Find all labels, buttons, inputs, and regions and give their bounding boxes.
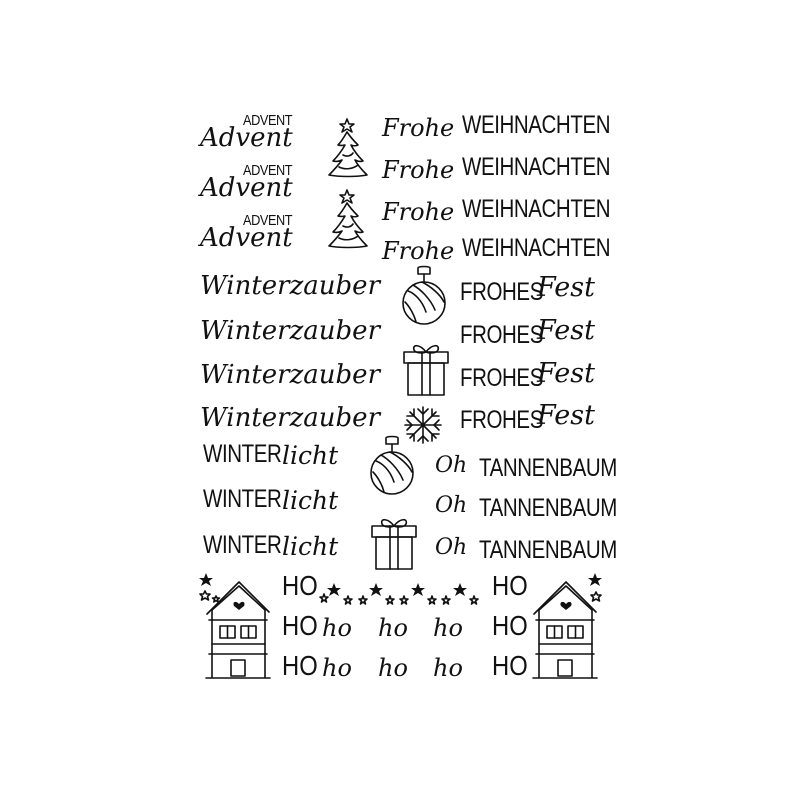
winterzauber-4: Winterzauber xyxy=(200,403,380,433)
ho-script-1b: ho xyxy=(378,614,408,642)
frohe-script-1: Frohe xyxy=(382,114,455,142)
weihnachten-2: WEIHNACHTEN xyxy=(462,153,611,181)
star-icon xyxy=(319,583,479,605)
frohes-2: FROHES xyxy=(460,321,543,349)
ho-caps-left-2: HO xyxy=(282,610,318,641)
winterzauber-3: Winterzauber xyxy=(200,360,380,390)
fest-script-4: Fest xyxy=(537,400,595,431)
oh-script-3: Oh xyxy=(435,535,468,560)
weihnachten-3: WEIHNACHTEN xyxy=(462,195,611,223)
ho-caps-left-1: HO xyxy=(282,570,318,601)
tannenbaum-3: TANNENBAUM xyxy=(479,536,617,564)
ho-caps-left-3: HO xyxy=(282,650,318,681)
ho-caps-right-1: HO xyxy=(492,570,528,601)
christmas-tree-icon xyxy=(328,189,368,249)
frohe-script-4: Frohe xyxy=(382,237,455,265)
ho-caps-right-3: HO xyxy=(492,650,528,681)
weihnachten-4: WEIHNACHTEN xyxy=(462,234,611,262)
tannenbaum-2: TANNENBAUM xyxy=(479,494,617,522)
tannenbaum-1: TANNENBAUM xyxy=(479,454,617,482)
snowflake-icon xyxy=(404,406,442,444)
fest-script-2: Fest xyxy=(537,315,595,346)
ho-script-1a: ho xyxy=(322,614,352,642)
fest-script-3: Fest xyxy=(537,358,595,389)
house-icon xyxy=(532,581,598,679)
ho-caps-right-2: HO xyxy=(492,610,528,641)
star-icon xyxy=(199,573,221,603)
winterzauber-2: Winterzauber xyxy=(200,316,380,346)
advent-script-1: Advent xyxy=(200,123,293,153)
licht-script-2: licht xyxy=(282,486,339,515)
licht-script-3: licht xyxy=(282,532,339,561)
ornament-icon xyxy=(402,265,446,325)
weihnachten-1: WEIHNACHTEN xyxy=(462,111,611,139)
frohes-1: FROHES xyxy=(460,278,543,306)
oh-script-2: Oh xyxy=(435,493,468,518)
frohe-script-2: Frohe xyxy=(382,156,455,184)
christmas-tree-icon xyxy=(328,118,368,178)
frohe-script-3: Frohe xyxy=(382,198,455,226)
house-icon xyxy=(205,581,271,679)
ho-script-2a: ho xyxy=(322,654,352,682)
winter-caps-1: WINTER xyxy=(203,440,282,468)
ornament-icon xyxy=(370,435,414,495)
gift-icon xyxy=(371,518,417,570)
winter-caps-2: WINTER xyxy=(203,485,282,513)
star-icon xyxy=(588,573,602,602)
fest-script-1: Fest xyxy=(537,272,595,303)
winterzauber-1: Winterzauber xyxy=(200,271,380,301)
advent-caps-2: ADVENT xyxy=(243,162,293,179)
licht-script-1: licht xyxy=(282,441,339,470)
gift-icon xyxy=(403,344,449,396)
ho-script-1c: ho xyxy=(433,614,463,642)
winter-caps-3: WINTER xyxy=(203,531,282,559)
advent-caps-3: ADVENT xyxy=(243,212,293,229)
advent-script-2: Advent xyxy=(200,173,293,203)
oh-script-1: Oh xyxy=(435,453,468,478)
frohes-4: FROHES xyxy=(460,406,543,434)
advent-caps-1: ADVENT xyxy=(243,112,293,129)
advent-script-3: Advent xyxy=(200,223,293,253)
ho-script-2c: ho xyxy=(433,654,463,682)
ho-script-2b: ho xyxy=(378,654,408,682)
frohes-3: FROHES xyxy=(460,364,543,392)
